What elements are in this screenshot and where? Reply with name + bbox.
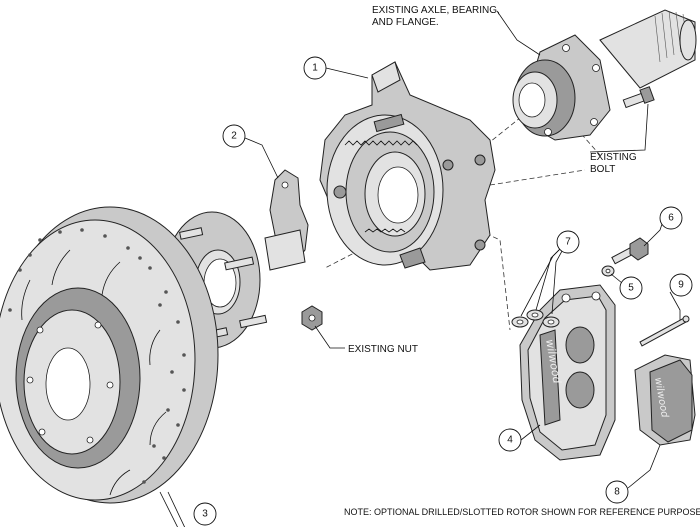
label-existing-bolt: EXISTING BOLT	[590, 152, 637, 175]
caliper: wilwood	[519, 284, 616, 461]
callout-5: 5	[619, 276, 643, 300]
cotter-pin	[639, 315, 690, 347]
label-existing-nut: EXISTING NUT	[348, 344, 418, 355]
svg-text:7: 7	[565, 237, 571, 248]
callout-4: 4	[498, 428, 522, 452]
callout-6: 6	[659, 206, 683, 230]
svg-text:EXISTING AXLE, BEARING,: EXISTING AXLE, BEARING,	[372, 5, 500, 16]
brake-pads: wilwood	[634, 354, 696, 446]
svg-text:4: 4	[507, 435, 513, 446]
parking-brake-assembly	[319, 61, 496, 271]
callout-7: 7	[556, 230, 580, 254]
svg-text:EXISTING: EXISTING	[590, 152, 637, 163]
shims	[511, 309, 560, 328]
svg-text:5: 5	[628, 283, 634, 294]
svg-text:2: 2	[231, 131, 237, 142]
callout-2: 2	[222, 124, 246, 148]
brake-rotor	[0, 206, 219, 504]
callout-8: 8	[605, 480, 629, 504]
svg-text:1: 1	[312, 63, 318, 74]
caliper-mounting-bolt	[611, 237, 649, 265]
callout-3: 3	[193, 502, 217, 526]
svg-text:3: 3	[202, 509, 208, 520]
callout-9: 9	[669, 273, 693, 297]
label-existing-axle: EXISTING AXLE, BEARING, AND FLANGE.	[372, 5, 500, 28]
axle-bearing-flange	[512, 9, 697, 141]
reference-note: NOTE: OPTIONAL DRILLED/SLOTTED ROTOR SHO…	[344, 507, 700, 517]
callout-1: 1	[303, 56, 327, 80]
svg-text:9: 9	[678, 280, 684, 291]
svg-text:8: 8	[614, 487, 620, 498]
washer	[601, 265, 615, 277]
existing-bolt	[622, 86, 655, 109]
existing-nut	[301, 305, 323, 331]
svg-text:AND FLANGE.: AND FLANGE.	[372, 17, 439, 28]
svg-text:6: 6	[668, 213, 674, 224]
leader-lines	[159, 10, 681, 527]
svg-text:BOLT: BOLT	[590, 164, 615, 175]
